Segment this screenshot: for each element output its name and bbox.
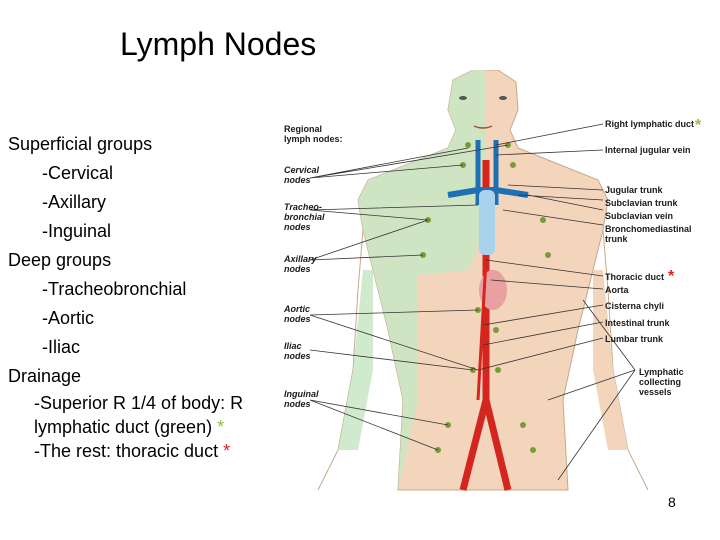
outline-deep: Deep groups: [8, 250, 112, 270]
label-lymph-nodes: lymph nodes:: [284, 134, 343, 144]
right-labels: Right lymphatic duct * Internal jugular …: [605, 117, 702, 397]
label-bronchomediastinal-trunk: trunk: [605, 234, 628, 244]
outline-list: Superficial groups -Cervical -Axillary -…: [8, 130, 283, 463]
outline-drainage-rest: -The rest: thoracic duct *: [8, 439, 283, 463]
label-inguinal: Inguinal: [284, 389, 319, 399]
label-cervical: Cervical: [284, 165, 320, 175]
label-lymphatic: Lymphatic: [639, 367, 684, 377]
leader-lines: [309, 123, 636, 481]
outline-axillary: -Axillary: [42, 192, 107, 212]
outline-superficial: Superficial groups: [8, 134, 153, 154]
page-number: 8: [668, 494, 676, 510]
label-subclavian-vein: Subclavian vein: [605, 211, 673, 221]
label-tracheo-nodes: nodes: [284, 222, 311, 232]
label-inguinal-nodes: nodes: [284, 399, 311, 409]
label-aortic: Aortic: [283, 304, 310, 314]
label-collecting: collecting: [639, 377, 681, 387]
lymphatic-system-figure: Regional lymph nodes: Cervical nodes Tra…: [283, 70, 702, 491]
outline-aortic: -Aortic: [42, 308, 95, 328]
label-aorta: Aorta: [605, 285, 629, 295]
outline-cervical: -Cervical: [42, 163, 114, 183]
red-star: *: [223, 441, 231, 461]
right-duct-green-star: *: [695, 117, 702, 134]
label-jugular-trunk: Jugular trunk: [605, 185, 664, 195]
label-bronchial: bronchial: [284, 212, 325, 222]
label-regional: Regional: [284, 124, 322, 134]
label-lumbar-trunk: Lumbar trunk: [605, 334, 664, 344]
green-star: *: [217, 417, 225, 437]
drainage-rest-text: -The rest: thoracic duct: [34, 441, 219, 461]
outline-drainage-superior: -Superior R 1/4 of body: R lymphatic duc…: [8, 391, 283, 439]
left-labels: Regional lymph nodes: Cervical nodes Tra…: [283, 124, 343, 409]
label-intestinal-trunk: Intestinal trunk: [605, 318, 671, 328]
label-subclavian-trunk: Subclavian trunk: [605, 198, 679, 208]
label-cisterna-chyli: Cisterna chyli: [605, 301, 664, 311]
label-iliac-nodes: nodes: [284, 351, 311, 361]
label-iliac: Iliac: [284, 341, 302, 351]
thoracic-duct-red-star: *: [668, 268, 675, 285]
outline-iliac: -Iliac: [42, 337, 81, 357]
outline-tracheobronchial: -Tracheobronchial: [42, 279, 187, 299]
outline-drainage: Drainage: [8, 366, 82, 386]
label-right-lymphatic-duct: Right lymphatic duct: [605, 119, 694, 129]
slide-title: Lymph Nodes: [120, 26, 317, 62]
label-internal-jugular-vein: Internal jugular vein: [605, 145, 691, 155]
label-tracheo: Tracheo-: [284, 202, 322, 212]
label-axillary-nodes: nodes: [284, 264, 311, 274]
label-aortic-nodes: nodes: [284, 314, 311, 324]
label-cervical-nodes: nodes: [284, 175, 311, 185]
drainage-superior-text: -Superior R 1/4 of body: R lymphatic duc…: [34, 393, 244, 437]
label-axillary: Axillary: [283, 254, 318, 264]
label-bronchomediastinal: Bronchomediastinal: [605, 224, 692, 234]
label-thoracic-duct: Thoracic duct: [605, 272, 664, 282]
outline-inguinal: -Inguinal: [42, 221, 112, 241]
label-vessels: vessels: [639, 387, 672, 397]
vessels: [447, 140, 529, 491]
